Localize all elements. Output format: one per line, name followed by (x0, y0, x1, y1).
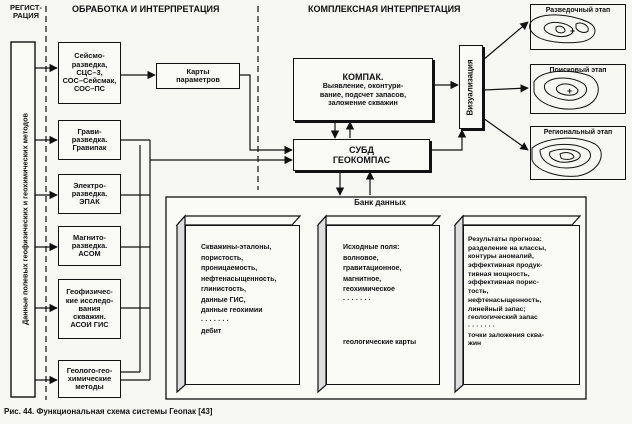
method-electro: Электро- разведка. ЭПАК (58, 174, 121, 214)
stage-regional: Региональный этап (530, 126, 626, 180)
databank-title: Банк данных (354, 198, 406, 207)
stage-exploration-label: Разведочный этап (545, 7, 611, 14)
header-complex: КОМПЛЕКСНАЯ ИНТЕРПРЕТАЦИЯ (308, 4, 461, 14)
parameter-maps: Карты параметров (156, 63, 240, 89)
svg-text:+: + (567, 86, 572, 96)
header-registration: РЕГИСТ- РАЦИЯ (10, 3, 42, 21)
visualization-box: Визуализация (459, 45, 483, 129)
databank-book-fields (326, 225, 440, 385)
stage-exploration: Разведочный этап (530, 4, 626, 50)
subd-geokompas: СУБД ГЕОКОМПАС (293, 139, 430, 171)
book-fields-text: Исходные поля: волновое, гравитационное,… (343, 244, 417, 346)
databank-book-wells (185, 225, 300, 385)
kompak-desc: Выявление, оконтури- вание, подсчет запа… (319, 81, 407, 107)
stage-regional-label: Региональный этап (543, 129, 613, 136)
stage-prospecting: Поисковый этап (530, 64, 626, 114)
method-gravity: Грави- разведка. Гравипак (58, 120, 121, 160)
svg-text:+: + (570, 26, 575, 36)
book-results-text: Результаты прогноза: разделение на класс… (468, 236, 547, 348)
book-wells-text: Скважины-эталоны, пористость, проницаемо… (201, 244, 277, 335)
header-processing: ОБРАБОТКА И ИНТЕРПРЕТАЦИЯ (72, 4, 220, 14)
kompak-title: КОМПАК. (342, 72, 384, 83)
field-data-label: Данные полевых геофизических и геохимиче… (20, 113, 30, 325)
visualization-label: Визуализация (465, 58, 475, 116)
kompak-box: КОМПАК. Выявление, оконтури- вание, подс… (293, 58, 433, 121)
stage-prospecting-label: Поисковый этап (549, 67, 607, 74)
databank-book-results (463, 225, 580, 385)
method-magnetic: Магнито- разведка. АСОМ (58, 226, 121, 266)
method-well-logging: Геофизичес- кие исследо- вания скважин. … (58, 279, 121, 339)
figure-caption: Рис. 44. Функциональная схема системы Ге… (4, 407, 213, 416)
method-geochem: Геолого-гео- химические методы (58, 360, 121, 398)
method-seismic: Сейсмо- разведка, СЦС–3, СОС–Сейсмак, СО… (58, 42, 121, 104)
